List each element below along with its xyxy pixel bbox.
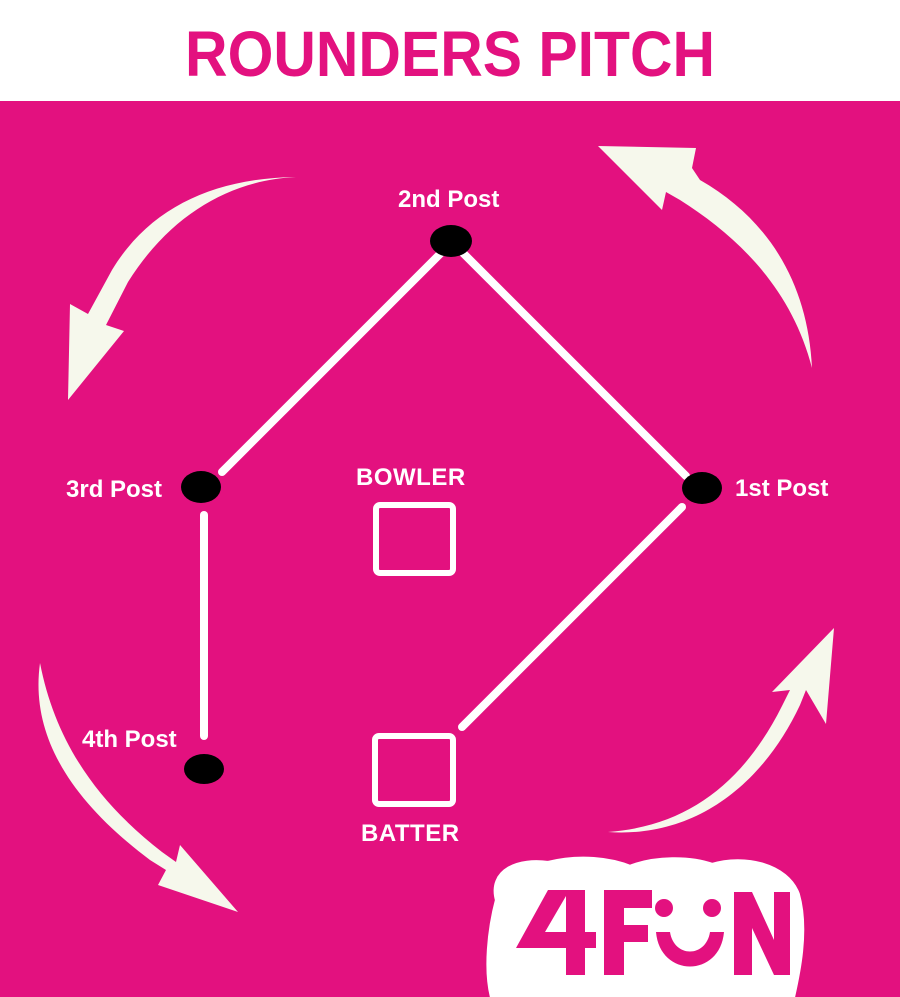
pitch-field: 2nd Post 3rd Post 1st Post 4th Post BOWL… bbox=[0, 101, 900, 997]
first-post-marker bbox=[682, 472, 722, 504]
second-post-label: 2nd Post bbox=[398, 186, 500, 213]
curved-arrow-icon bbox=[38, 663, 239, 912]
second-post-marker bbox=[430, 225, 472, 257]
line-2nd-to-3rd bbox=[218, 238, 456, 476]
curved-arrow-icon bbox=[68, 177, 296, 400]
first-post-label: 1st Post bbox=[735, 475, 829, 502]
running-lines bbox=[200, 238, 690, 740]
third-post-marker bbox=[181, 471, 221, 503]
curved-arrow-icon bbox=[608, 628, 834, 833]
line-2nd-to-1st bbox=[448, 238, 690, 480]
batter-label: BATTER bbox=[361, 820, 460, 847]
bowler-label: BOWLER bbox=[356, 464, 466, 491]
third-post-label: 3rd Post bbox=[66, 476, 163, 503]
page-title: ROUNDERS PITCH bbox=[185, 17, 715, 90]
pitch-diagram bbox=[38, 146, 834, 997]
line-batter-to-1st bbox=[458, 503, 686, 731]
curved-arrow-icon bbox=[598, 146, 812, 368]
fourth-post-marker bbox=[184, 754, 224, 784]
batter-box bbox=[372, 733, 456, 807]
bowler-box bbox=[373, 502, 456, 576]
fourth-post-label: 4th Post bbox=[82, 726, 177, 753]
header: ROUNDERS PITCH bbox=[0, 0, 900, 101]
logo-4fun bbox=[486, 856, 805, 997]
